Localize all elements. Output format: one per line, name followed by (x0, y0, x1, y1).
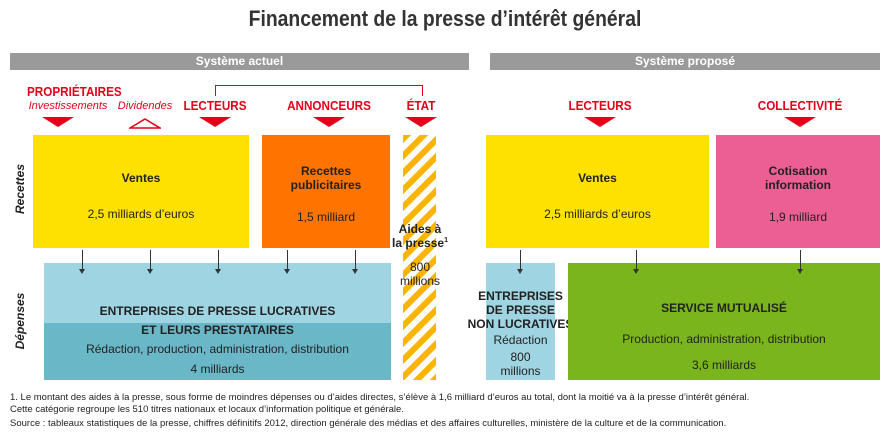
triangle-lecteurs-proposed-icon (584, 117, 616, 127)
nl-t3: NON LUCRATIVES (467, 317, 574, 331)
cotisation-title1: Cotisation (768, 164, 828, 178)
ventes-proposed-value: 2,5 milliards d’euros (544, 207, 651, 221)
non-lucratives-text: ENTREPRISES DE PRESSE NON LUCRATIVES Réd… (460, 289, 581, 378)
arrow-down-icon (147, 250, 153, 274)
ventes-title: Ventes (121, 171, 161, 185)
label-lecteurs-proposed: LECTEURS (568, 98, 632, 113)
entreprises-title2: ET LEURS PRESTATAIRES (141, 323, 294, 337)
ventes-value: 2,5 milliards d’euros (87, 207, 195, 221)
ventes-proposed-box: Ventes 2,5 milliards d’euros (486, 135, 709, 248)
label-recettes: Recettes (13, 163, 27, 215)
service-value: 3,6 milliards (691, 358, 757, 372)
source-note: Source : tableaux statistiques de la pre… (10, 418, 727, 429)
triangle-dividendes-outline-icon (127, 116, 163, 129)
triangle-collectivite-icon (784, 117, 816, 127)
entreprises-lucratives-bottom (44, 323, 391, 380)
cotisation-box: Cotisation information 1,9 milliard (716, 135, 880, 248)
service-desc: Production, administration, distribution (622, 332, 826, 346)
footnote-2: Cette catégorie regroupe les 510 titres … (10, 404, 404, 415)
nl-v1: 800 (510, 350, 531, 364)
page-title: Financement de la presse d’intérêt génér… (248, 6, 642, 31)
aides-value1: 800 (409, 260, 431, 274)
service-mutualise-box: SERVICE MUTUALISÉ Production, administra… (568, 263, 880, 380)
label-depenses: Dépenses (13, 292, 27, 350)
arrow-down-icon (215, 250, 221, 274)
entreprises-title1: ENTREPRISES DE PRESSE LUCRATIVES (99, 304, 336, 318)
aides-label: Aides à la presse1 800 millions (385, 222, 455, 288)
arrow-down-icon (79, 250, 85, 274)
label-lecteurs: LECTEURS (183, 98, 247, 113)
footnote-1: 1. Le montant des aides à la presse, sou… (10, 392, 750, 403)
triangle-lecteurs-icon (199, 117, 231, 127)
label-investissements: Investissements (28, 100, 108, 112)
arrow-down-icon (633, 250, 639, 274)
current-system-header: Système actuel (10, 53, 469, 70)
label-collectivite: COLLECTIVITÉ (757, 98, 843, 113)
aides-footnote-ref: 1 (444, 237, 448, 244)
non-lucratives-box (486, 263, 555, 380)
cotisation-title2: information (765, 178, 831, 192)
entreprises-desc: Rédaction, production, administration, d… (86, 342, 349, 356)
triangle-etat-icon (405, 117, 437, 127)
aides-hatched-bar (403, 135, 436, 380)
lecteurs-to-etat-connector (215, 85, 423, 96)
nl-v2: millions (500, 364, 541, 378)
pub-title1: Recettes (300, 164, 352, 178)
label-proprietaires: PROPRIÉTAIRES (27, 84, 122, 99)
label-dividendes: Dividendes (117, 100, 173, 112)
pub-value: 1,5 milliard (296, 210, 356, 224)
pub-title2: publicitaires (290, 178, 362, 192)
triangle-annonceurs-icon (313, 117, 345, 127)
service-title: SERVICE MUTUALISÉ (661, 301, 787, 315)
entreprises-value: 4 milliards (190, 362, 245, 376)
arrow-down-icon (284, 250, 290, 274)
aides-title2: la presse (392, 236, 445, 250)
label-etat: ÉTAT (406, 98, 436, 113)
nl-desc: Rédaction (493, 333, 548, 347)
arrow-down-icon (517, 250, 523, 274)
nl-t1: ENTREPRISES (478, 289, 563, 303)
ventes-box: Ventes 2,5 milliards d’euros (33, 135, 249, 248)
recettes-pub-box: Recettes publicitaires 1,5 milliard (262, 135, 390, 248)
entreprises-lucratives-text: ENTREPRISES DE PRESSE LUCRATIVES ET LEUR… (44, 304, 391, 376)
aides-value2: millions (399, 274, 440, 288)
nl-t2: DE PRESSE (486, 303, 555, 317)
aides-title1: Aides à (398, 222, 442, 236)
arrow-down-icon (797, 250, 803, 274)
proposed-system-header: Système proposé (490, 53, 880, 70)
cotisation-value: 1,9 milliard (768, 210, 828, 224)
arrow-down-icon (352, 250, 358, 274)
label-annonceurs: ANNONCEURS (287, 98, 371, 113)
ventes-proposed-title: Ventes (578, 171, 617, 185)
triangle-investissements-icon (42, 117, 74, 127)
